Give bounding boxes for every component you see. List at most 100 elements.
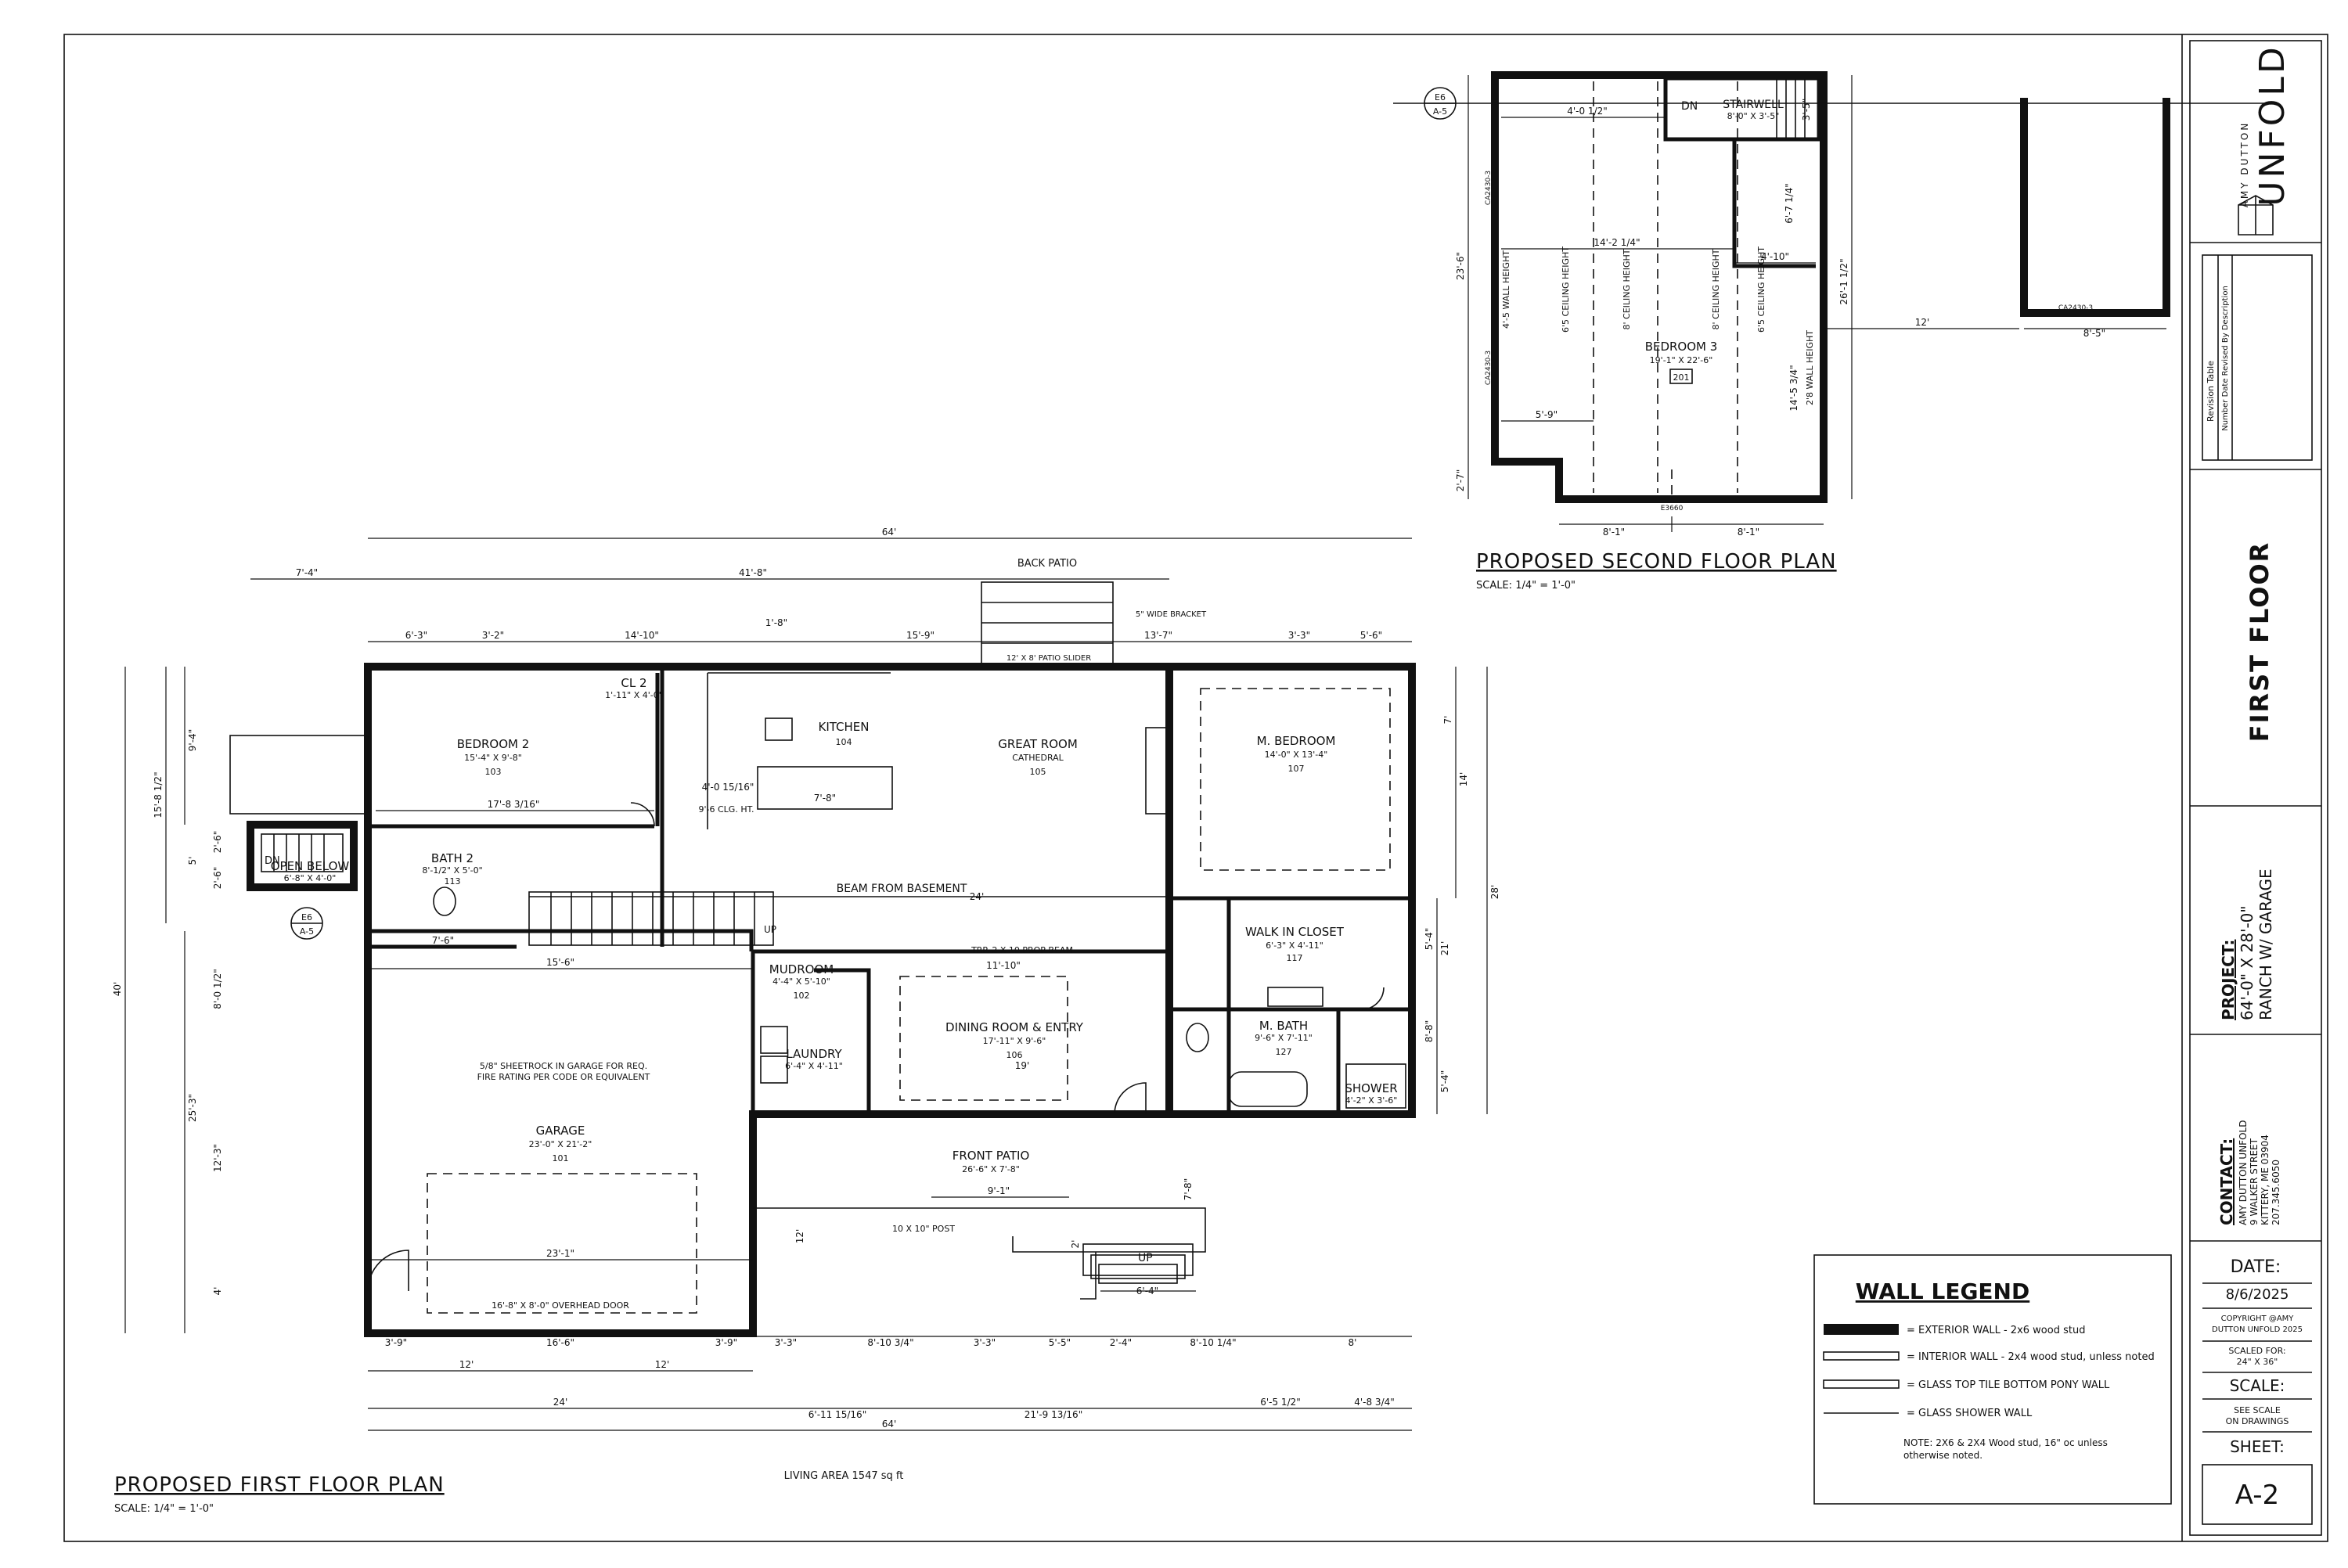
bath2-name: BATH 2 [431, 851, 474, 865]
dim-label: 15'-8 1/2" [153, 771, 164, 818]
window-tag: CA2430-3 [2058, 304, 2093, 312]
overhead-door-note: 16'-8" X 8'-0" OVERHEAD DOOR [492, 1300, 629, 1311]
wall-height-note: 2'8 WALL HEIGHT [1805, 330, 1815, 405]
dim-label: 3'-3" [974, 1337, 996, 1348]
dim-label: 8'-8" [1424, 1020, 1435, 1042]
first-floor-scale: SCALE: 1/4" = 1'-0" [114, 1503, 214, 1515]
laundry-name: LAUNDRY [786, 1047, 842, 1061]
great-room-name: GREAT ROOM [998, 737, 1078, 751]
open-below-size: 6'-8" X 4'-0" [284, 873, 337, 883]
dim-label: 21' [1439, 941, 1450, 956]
back-patio: BACK PATIO 12' X 8' PATIO SLIDER 5" WIDE… [981, 558, 1207, 664]
toilet [1186, 1023, 1209, 1052]
dim-label: 6'-11 15/16" [808, 1409, 866, 1420]
dim-label: 2'-6" [212, 831, 223, 853]
section-marker: E6 A-5 [1424, 87, 1457, 120]
vanity [1267, 987, 1323, 1007]
second-floor-title: PROPOSED SECOND FLOOR PLAN [1476, 550, 1837, 574]
section-marker: E6 A-5 [290, 907, 323, 940]
dim-label: 14'-5 3/4" [1788, 365, 1799, 411]
dim-label: 4'-8 3/4" [1354, 1397, 1395, 1408]
dim-label: 7'-8" [1183, 1178, 1194, 1200]
project-info: PROJECT: 64'-0" X 28'-0" RANCH W/ GARAGE [2219, 869, 2275, 1020]
mudroom-size: 4'-4" X 5'-10" [772, 976, 830, 987]
dim-label: 8' [1349, 1337, 1357, 1348]
dim-label: 7'-4" [296, 567, 318, 578]
dim-label: 7'-8" [814, 793, 836, 804]
great-room-num: 105 [1030, 767, 1046, 777]
stairwell-name: STAIRWELL [1723, 99, 1784, 111]
dim-label: 5' [187, 857, 198, 865]
garage-size: 23'-0" X 21'-2" [529, 1139, 592, 1149]
dim-label: 3'-9" [385, 1337, 407, 1348]
door-swing [630, 802, 655, 827]
front-up: UP [1138, 1252, 1153, 1264]
title-block: AMY DUTTON UNFOLD Revision Table Number … [2190, 44, 2321, 1525]
gable-end-wall [2020, 98, 2170, 317]
contact-label: CONTACT: [2217, 1138, 2236, 1225]
dim-label: 25'-3" [187, 1094, 198, 1122]
brand-small: AMY DUTTON [2239, 121, 2250, 208]
dim-label: 3'-2" [482, 630, 504, 641]
dining-size: 17'-11" X 9'-6" [983, 1036, 1046, 1046]
dim-label: 6'-4" [1136, 1286, 1158, 1296]
legend-swatch-pony [1823, 1379, 1900, 1389]
ceiling-note: 8' CEILING HEIGHT [1711, 249, 1721, 329]
dim-label: 6'-7 1/4" [1784, 183, 1795, 224]
kitchen-sink [765, 717, 793, 741]
open-below-name: OPEN BELOW [271, 859, 350, 873]
dim-label: 5'-6" [1360, 630, 1382, 641]
contact-line: KITTERY, ME 03904 [2260, 1135, 2271, 1225]
ceiling-note: 6'5 CEILING HEIGHT [1756, 246, 1766, 333]
dim-label: 23'-6" [1455, 252, 1466, 280]
date-value: 8/6/2025 [2226, 1286, 2289, 1303]
laundry-size: 6'-4" X 4'-11" [785, 1061, 843, 1071]
legend-title: WALL LEGEND [1856, 1278, 2029, 1304]
mbedroom-name: M. BEDROOM [1257, 734, 1336, 748]
door-swing [1114, 1082, 1147, 1115]
project-line1: 64'-0" X 28'-0" [2238, 905, 2256, 1020]
bracket-note: 5" WIDE BRACKET [1136, 610, 1207, 619]
dim-label: 4'-0 1/2" [1567, 106, 1608, 117]
garage-num: 101 [553, 1153, 569, 1163]
ceiling-note: 8' CEILING HEIGHT [1622, 249, 1632, 329]
dim-label: 3'-9" [715, 1337, 737, 1348]
shower-pan [1345, 1063, 1406, 1109]
dim-label: 4' [212, 1287, 223, 1296]
dim-label: 3'-5" [1801, 99, 1812, 120]
dim-label: 8'-1" [1603, 527, 1625, 538]
title-block-frame [2189, 40, 2322, 1536]
project-label: PROJECT: [2219, 940, 2238, 1020]
toilet [433, 886, 456, 916]
contact-info: CONTACT: AMY DUTTON UNFOLD 9 WALKER STRE… [2217, 1120, 2281, 1225]
dim-label: 17'-8 3/16" [488, 799, 540, 810]
stairwell-dn: DN [1681, 100, 1698, 113]
kitchen-name: KITCHEN [819, 720, 870, 734]
dim-label: 11'-10" [986, 960, 1021, 971]
dim-label: 14'-2 1/4" [1594, 237, 1640, 248]
dim-label: 2'-7" [1455, 469, 1466, 491]
interior-wall [368, 667, 1412, 1114]
front-patio: UP FRONT PATIO 26'-6" X 7'-8" 10 X 10" P… [753, 1149, 1206, 1300]
second-floor-scale: SCALE: 1/4" = 1'-0" [1476, 580, 1576, 592]
dim-label: 23'-1" [546, 1248, 574, 1259]
sheet-value: A-2 [2235, 1480, 2279, 1511]
house-logo-icon [2238, 195, 2274, 236]
scaled-for-size: 24" X 36" [2237, 1357, 2278, 1367]
bath2-size: 8'-1/2" X 5'-0" [422, 865, 482, 876]
scale-value: SEE SCALE [2234, 1405, 2281, 1415]
stair-treads [1776, 80, 1806, 138]
open-below-dn: DN [265, 855, 280, 867]
cl2-name: CL 2 [621, 676, 646, 690]
sheet-title: FIRST FLOOR [2245, 541, 2274, 743]
door-swing [1361, 987, 1385, 1010]
side-deck [229, 735, 369, 815]
scaled-for: SCALED FOR: [2228, 1346, 2285, 1356]
walkin-num: 117 [1287, 953, 1303, 963]
window-tag: CA2430-3 [1485, 351, 1493, 385]
mbath-name: M. BATH [1259, 1019, 1308, 1033]
front-patio-label: FRONT PATIO [953, 1149, 1030, 1163]
bedroom3-num: 201 [1673, 372, 1690, 383]
dim-label: 4'-10" [1761, 251, 1789, 262]
first-floor-title: PROPOSED FIRST FLOOR PLAN [114, 1473, 445, 1497]
